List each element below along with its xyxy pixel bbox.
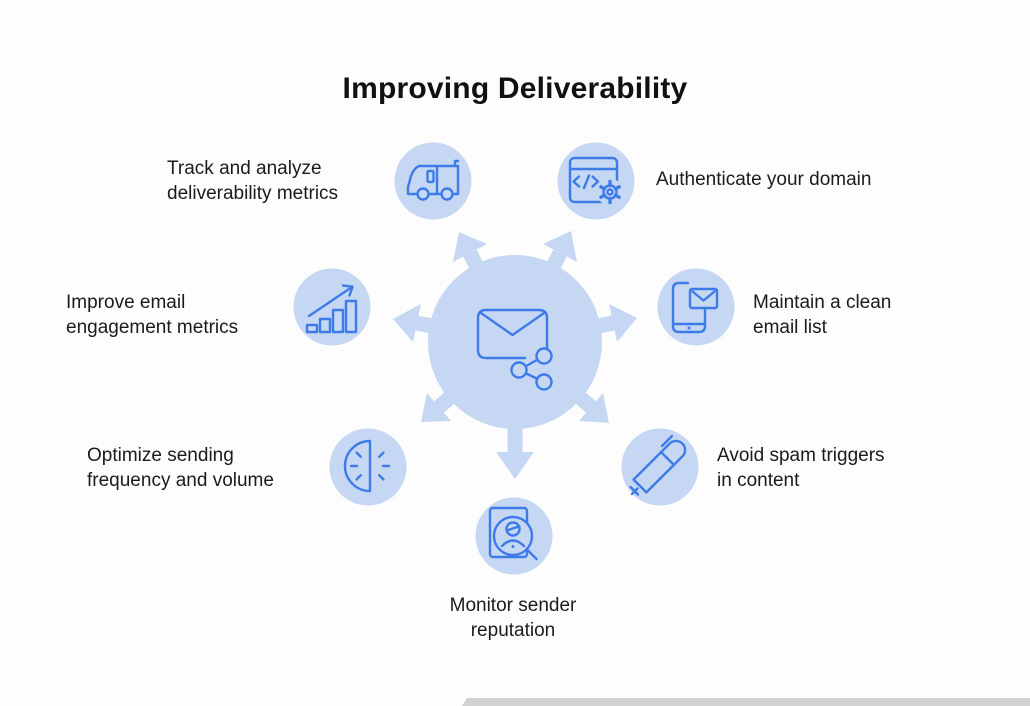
- spoke-label-authenticate-domain: Authenticate your domain: [656, 169, 872, 190]
- bubble-engagement-metrics: [293, 268, 371, 346]
- page-title: Improving Deliverability: [342, 72, 688, 105]
- phone-email-icon: [671, 281, 719, 334]
- horizontal-scrollbar[interactable]: [462, 698, 1030, 706]
- spoke-label-track-metrics: Track and analyze deliverability metrics: [167, 158, 339, 204]
- delivery-truck-icon: [406, 159, 460, 201]
- code-window-gear-icon: [568, 156, 624, 206]
- gauge-clock-icon: [343, 439, 391, 493]
- hub-arrows: [393, 231, 637, 479]
- growth-bar-chart-icon: [305, 284, 358, 334]
- email-share-icon: [476, 308, 553, 391]
- spoke-label-clean-email-list: Maintain a clean email list: [753, 292, 892, 338]
- hub-circle: [428, 255, 602, 429]
- spoke-label-sender-reputation: Monitor sender reputation: [449, 595, 577, 641]
- pen-icon: [629, 434, 687, 496]
- profile-search-icon: [488, 506, 538, 561]
- spoke-label-engagement-metrics: Improve email engagement metrics: [66, 292, 239, 338]
- bubble-sending-frequency: [329, 428, 407, 506]
- spoke-label-spam-triggers: Avoid spam triggers in content: [717, 445, 885, 491]
- spoke-label-sending-frequency: Optimize sending frequency and volume: [87, 445, 274, 491]
